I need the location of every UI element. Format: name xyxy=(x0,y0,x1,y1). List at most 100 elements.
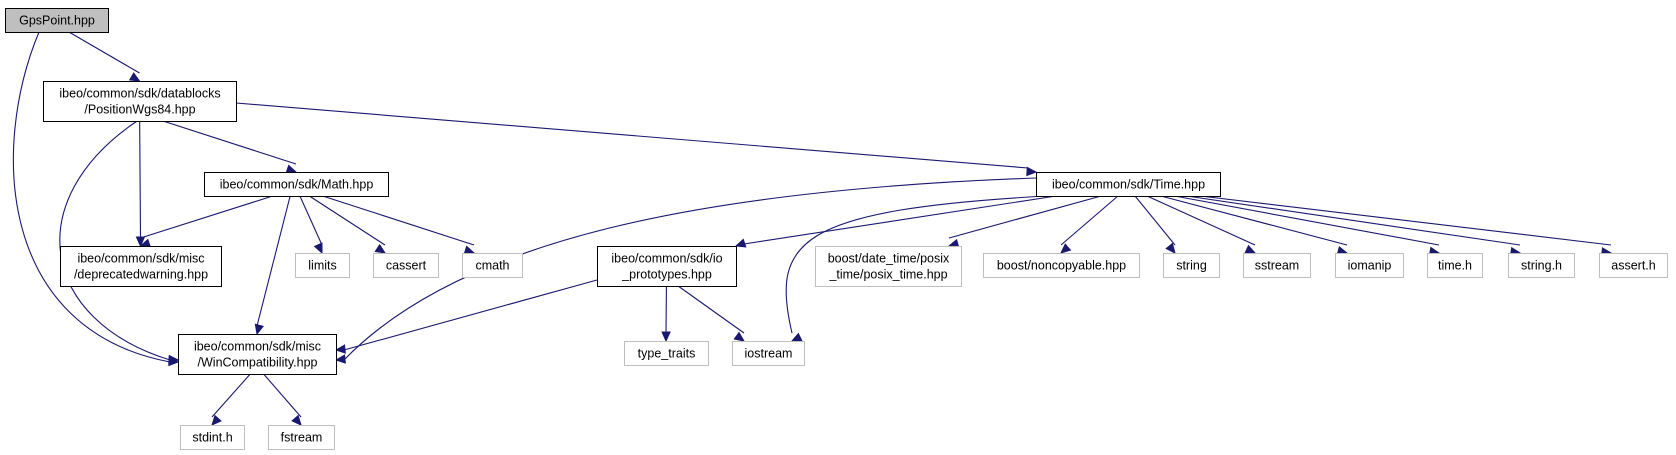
edge-line xyxy=(140,195,273,239)
edge-line xyxy=(1186,195,1521,246)
edge-time-to-string xyxy=(1134,195,1176,254)
edge-line xyxy=(743,195,1057,245)
node-box[interactable] xyxy=(597,246,737,287)
edge-time-to-iomanip xyxy=(1160,195,1349,256)
arrowhead-icon xyxy=(135,236,146,248)
edge-math-to-win xyxy=(254,195,291,336)
node-assert-h: assert.h xyxy=(1599,253,1668,278)
node-label: boost/noncopyable.hpp xyxy=(997,259,1126,273)
node-box xyxy=(815,246,962,287)
edge-line xyxy=(12,31,171,363)
node-box[interactable] xyxy=(1036,172,1221,197)
node-box[interactable] xyxy=(204,172,389,197)
node-iomanip: iomanip xyxy=(1335,253,1404,278)
node-gpspoint-hpp[interactable]: GpsPoint.hpp xyxy=(5,8,109,33)
node-sstream: sstream xyxy=(1243,253,1311,278)
arrowhead-icon xyxy=(1165,242,1176,254)
node-iostream: iostream xyxy=(732,341,805,366)
arrowhead-icon xyxy=(661,331,671,343)
arrowhead-icon xyxy=(313,242,323,255)
node-limits: limits xyxy=(295,253,350,278)
node-box xyxy=(1243,253,1311,278)
arrowhead-icon xyxy=(334,354,346,364)
node-label: stdint.h xyxy=(192,431,232,445)
nodes-layer: GpsPoint.hpp ibeo/common/sdk/datablocks/P… xyxy=(5,8,1668,450)
node-box[interactable] xyxy=(43,81,237,122)
arrowhead-icon xyxy=(334,344,346,354)
node-cassert: cassert xyxy=(373,253,439,278)
edge-pos-to-depr xyxy=(135,120,146,248)
node-stdint-h: stdint.h xyxy=(180,425,245,450)
node-box[interactable] xyxy=(60,246,222,287)
node-label: /deprecatedwarning.hpp xyxy=(74,268,208,282)
edge-line xyxy=(1146,195,1256,246)
arrowhead-icon xyxy=(168,354,180,365)
node-box[interactable] xyxy=(5,8,109,33)
edge-iop-to-win xyxy=(334,279,598,354)
arrowhead-icon xyxy=(734,238,747,248)
node-label: time.h xyxy=(1438,259,1472,273)
node-label: string.h xyxy=(1521,259,1562,273)
node-string-h: string.h xyxy=(1508,253,1575,278)
node-box xyxy=(1335,253,1404,278)
edge-time-to-iostream xyxy=(785,195,1047,342)
node-label: string xyxy=(1176,259,1207,273)
arrowhead-icon xyxy=(291,414,302,426)
node-boost-date-time-posix-time-posix-time-hpp: boost/date_time/posix _time/posix_time.hp… xyxy=(815,246,962,287)
edge-line xyxy=(235,102,1029,169)
edges-layer xyxy=(12,31,1613,426)
node-ibeo-common-sdk-misc-deprecatedwarning-hpp[interactable]: ibeo/common/sdk/misc/deprecatedwarning.h… xyxy=(60,246,222,287)
node-box xyxy=(1427,253,1483,278)
edge-math-to-depr xyxy=(139,195,273,248)
node-label: _time/posix_time.hpp xyxy=(828,268,947,282)
edge-line xyxy=(1160,195,1348,246)
node-ibeo-common-sdk-datablocks-positionwgs84-hpp[interactable]: ibeo/common/sdk/datablocks/PositionWgs84… xyxy=(43,81,237,122)
edge-time-to-asserth xyxy=(1200,195,1613,257)
node-box[interactable] xyxy=(178,334,337,375)
node-boost-noncopyable-hpp: boost/noncopyable.hpp xyxy=(983,253,1140,278)
node-fstream: fstream xyxy=(268,425,335,450)
node-box xyxy=(1508,253,1575,278)
node-label: _prototypes.hpp xyxy=(621,268,712,282)
node-ibeo-common-sdk-math-hpp[interactable]: ibeo/common/sdk/Math.hpp xyxy=(204,172,389,197)
arrowhead-icon xyxy=(285,164,298,174)
node-label: ibeo/common/sdk/Time.hpp xyxy=(1052,178,1205,192)
node-box xyxy=(1163,253,1220,278)
edge-line xyxy=(139,120,142,239)
arrowhead-icon xyxy=(733,331,746,342)
edge-math-to-limits xyxy=(299,195,323,255)
node-box xyxy=(462,253,523,278)
edge-iop-to-typetraits xyxy=(661,285,671,343)
node-box xyxy=(180,425,245,450)
node-type-traits: type_traits xyxy=(624,341,709,366)
node-ibeo-common-sdk-misc-wincompatibility-hpp[interactable]: ibeo/common/sdk/misc/WinCompatibility.hp… xyxy=(178,334,337,375)
edge-gps-to-pos xyxy=(68,31,141,82)
edge-time-to-iop xyxy=(734,195,1057,248)
node-time-h: time.h xyxy=(1427,253,1483,278)
node-label: ibeo/common/sdk/datablocks xyxy=(59,87,220,101)
node-ibeo-common-sdk-time-hpp[interactable]: ibeo/common/sdk/Time.hpp xyxy=(1036,172,1221,197)
node-label: boost/date_time/posix xyxy=(828,252,950,266)
node-box xyxy=(373,253,439,278)
edge-line xyxy=(1060,195,1119,246)
node-label: ibeo/common/sdk/io xyxy=(611,252,722,266)
edge-line xyxy=(948,195,1102,239)
edge-line xyxy=(211,373,251,418)
edge-math-to-cmath xyxy=(322,195,476,255)
edge-pos-to-time xyxy=(235,102,1038,177)
edge-line xyxy=(309,195,386,246)
node-ibeo-common-sdk-io-prototypes-hpp[interactable]: ibeo/common/sdk/io _prototypes.hpp xyxy=(597,246,737,287)
edge-line xyxy=(322,195,475,246)
node-label: limits xyxy=(308,259,336,273)
node-label: fstream xyxy=(281,431,323,445)
node-label: ibeo/common/sdk/misc xyxy=(194,340,321,354)
node-label: /PositionWgs84.hpp xyxy=(84,103,195,117)
arrowhead-icon xyxy=(1060,243,1072,254)
arrowhead-icon xyxy=(463,245,476,255)
edge-pos-to-win xyxy=(59,120,180,365)
edge-time-to-sstream xyxy=(1146,195,1257,254)
node-label: type_traits xyxy=(638,347,696,361)
edge-iop-to-iostream xyxy=(677,285,746,342)
edge-win-to-fstream xyxy=(263,373,302,426)
